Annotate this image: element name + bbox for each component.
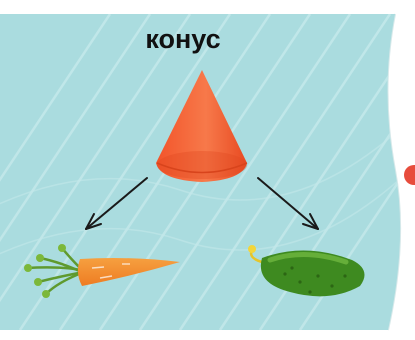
shape-title: конус xyxy=(118,24,248,55)
